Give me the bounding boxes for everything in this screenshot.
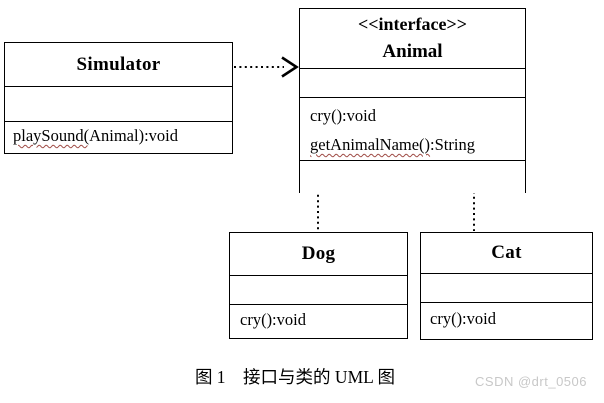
method-cry: cry():void bbox=[240, 310, 407, 330]
attributes-compartment-dog bbox=[230, 276, 407, 305]
method-text: cry():void bbox=[240, 310, 306, 329]
open-arrowhead-icon bbox=[281, 56, 299, 78]
method-text: :String bbox=[430, 135, 475, 154]
class-box-cat: Cat cry():void bbox=[420, 232, 593, 340]
method-text: Animal):void bbox=[89, 126, 178, 145]
class-box-dog: Dog cry():void bbox=[229, 232, 408, 339]
methods-compartment-cat: cry():void bbox=[421, 303, 592, 338]
dependency-arrow-simulator-to-animal bbox=[234, 56, 299, 78]
class-name-simulator: Simulator bbox=[5, 43, 232, 87]
class-name-label: Cat bbox=[491, 242, 522, 263]
method-cry: cry():void bbox=[310, 101, 525, 130]
misspelled-text: playSound( bbox=[13, 126, 90, 145]
attributes-compartment-cat bbox=[421, 274, 592, 303]
method-text: cry():void bbox=[430, 309, 496, 328]
class-name-label: Animal bbox=[382, 41, 443, 62]
method-getanimalname: getAnimalName():String bbox=[310, 130, 525, 159]
interface-header-animal: <<interface>> Animal bbox=[300, 9, 525, 69]
attributes-compartment-animal bbox=[300, 69, 525, 98]
class-name-cat: Cat bbox=[421, 233, 592, 274]
misspelled-text: getAnimalName() bbox=[310, 135, 431, 154]
bottom-strip-animal bbox=[300, 161, 525, 188]
methods-compartment-dog: cry():void bbox=[230, 305, 407, 337]
class-name-label: Dog bbox=[301, 243, 336, 264]
stereotype-label: <<interface>> bbox=[358, 14, 467, 34]
interface-box-animal: <<interface>> Animal cry():void getAnima… bbox=[299, 8, 526, 193]
method-cry: cry():void bbox=[430, 309, 592, 329]
attributes-compartment-simulator bbox=[5, 87, 232, 122]
methods-compartment-animal: cry():void getAnimalName():String bbox=[300, 98, 525, 161]
method-text: cry():void bbox=[310, 106, 376, 125]
class-name-dog: Dog bbox=[230, 233, 407, 276]
class-name-label: Simulator bbox=[76, 53, 161, 75]
class-box-simulator: Simulator playSound(Animal):void bbox=[4, 42, 233, 154]
method-playsound: playSound(Animal):void bbox=[13, 126, 232, 146]
figure-caption: 图 1 接口与类的 UML 图 bbox=[194, 367, 396, 387]
csdn-watermark: CSDN @drt_0506 bbox=[475, 374, 587, 389]
methods-compartment-simulator: playSound(Animal):void bbox=[5, 122, 232, 152]
